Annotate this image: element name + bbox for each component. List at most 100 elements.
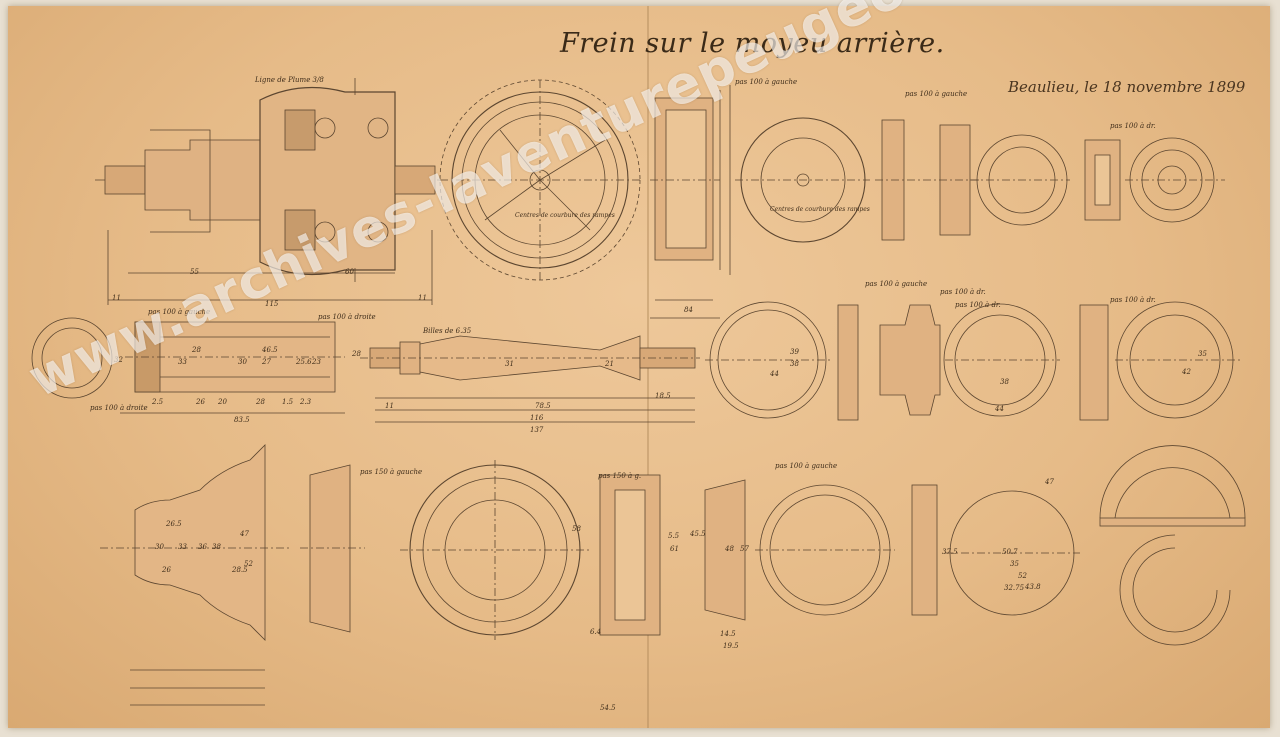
- dimension-label: 38: [212, 543, 221, 551]
- dimension-label: 60: [345, 268, 354, 276]
- dimension-label: 28: [192, 346, 201, 354]
- drum-view-2: [400, 460, 590, 640]
- dimension-label: 83.5: [234, 416, 250, 424]
- dimension-label: 39: [790, 348, 799, 356]
- cone-section-2: [704, 479, 746, 621]
- note-pas-droite-6: pas 100 à dr.: [1110, 296, 1156, 304]
- note-billes: Billes de 6.35: [423, 327, 472, 335]
- dimension-label: 18.5: [655, 392, 671, 400]
- dimension-label: 47: [1045, 478, 1054, 486]
- dimension-label: 27: [262, 358, 271, 366]
- hub-shell-section: [120, 321, 345, 414]
- note-pas-gauche-3: pas 100 à gauche: [148, 308, 211, 316]
- dimension-label: 11: [112, 294, 121, 302]
- dimension-label: 33: [178, 543, 187, 551]
- note-pas-droite-5: pas 100 à dr.: [955, 301, 1001, 309]
- dimension-label: 46.5: [262, 346, 278, 354]
- dimension-label: 14.5: [720, 630, 736, 638]
- note-centres-2: Centres de courbure des rampes: [770, 206, 870, 213]
- ring-view-2: [943, 303, 1060, 417]
- dimension-label: 28.5: [232, 566, 248, 574]
- note-centres-1: Centres de courbure des rampes: [515, 212, 615, 219]
- spacer-section-2: [837, 304, 859, 421]
- drum-section-2: [599, 474, 661, 636]
- nut-section-1: [1084, 139, 1121, 221]
- dimension-label: 2.3: [300, 398, 312, 406]
- disc-view-1: [705, 301, 830, 419]
- dimension-label: 20: [218, 398, 227, 406]
- ring-view-4: [755, 484, 895, 616]
- washer-view: [31, 317, 113, 399]
- dimension-label: 35: [1010, 560, 1019, 568]
- drawing-title: Frein sur le moyeu arrière.: [560, 28, 945, 59]
- dimension-label: 44: [995, 405, 1004, 413]
- dimension-label: 2.5: [152, 398, 164, 406]
- dimension-label: 33: [178, 358, 187, 366]
- dimension-label: 11: [418, 294, 427, 302]
- dimension-label: 61: [670, 545, 679, 553]
- dimension-label: 23: [312, 358, 321, 366]
- ring-view-5: [945, 490, 1080, 616]
- dimension-label: 38: [790, 360, 799, 368]
- hub-flange-section: [100, 444, 290, 706]
- dimension-label: 30: [238, 358, 247, 366]
- dimension-label: 5.5: [668, 532, 680, 540]
- dimension-label: 31: [505, 360, 514, 368]
- note-pas-droite-2: pas 100 à droite: [318, 313, 376, 321]
- note-pas-gauche-1: pas 100 à gauche: [735, 78, 798, 86]
- dimension-label: 6.4: [590, 628, 602, 636]
- dimension-label: 21: [605, 360, 614, 368]
- brake-drum-front-view: [439, 79, 641, 281]
- dimension-label: 52: [244, 560, 253, 568]
- dimension-label: 57: [740, 545, 749, 553]
- dimension-label: 54.5: [600, 704, 616, 712]
- dimension-label: 115: [265, 300, 279, 308]
- cam-ring-view: [735, 117, 870, 243]
- dimension-label: 116: [530, 414, 544, 422]
- dimension-label: 26: [162, 566, 171, 574]
- nut-view-1: [1125, 137, 1225, 223]
- dimension-label: 44: [770, 370, 779, 378]
- dimension-label: 28: [352, 350, 361, 358]
- dimension-label: 37.5: [942, 548, 958, 556]
- dimension-label: 32.75: [1004, 584, 1025, 592]
- dimension-label: 25.6: [296, 358, 312, 366]
- note-pas-gauche-7: pas 150 à g.: [598, 472, 642, 480]
- dimension-label: 47: [240, 530, 249, 538]
- note-pas-droite-3: pas 100 à droite: [90, 404, 148, 412]
- note-pas-gauche-6: pas 100 à gauche: [775, 462, 838, 470]
- spacer-section-3: [1079, 304, 1109, 421]
- note-pas-gauche-2: pas 100 à gauche: [905, 90, 968, 98]
- dimension-label: 52: [1018, 572, 1027, 580]
- dimension-label: 19.5: [723, 642, 739, 650]
- ring-view-3: [1115, 301, 1240, 419]
- note-pas-gauche-5: pas 150 à gauche: [360, 468, 423, 476]
- dimension-label: 84: [684, 306, 693, 314]
- date-line: Beaulieu, le 18 novembre 1899: [1008, 78, 1246, 96]
- dimension-label: 28: [256, 398, 265, 406]
- dimension-label: 43.8: [1025, 583, 1041, 591]
- dimension-label: 1.5: [282, 398, 294, 406]
- brake-drum-section: [650, 85, 731, 319]
- dimension-label: 11: [385, 402, 394, 410]
- note-pas-gauche-4: pas 100 à gauche: [865, 280, 928, 288]
- half-ring-view: [1099, 445, 1246, 646]
- dimension-label: 45.5: [690, 530, 706, 538]
- note-ligne-plume: Ligne de Plume 3/8: [255, 76, 324, 84]
- dimension-label: 42: [1182, 368, 1191, 376]
- spacer-section-1: [875, 119, 980, 241]
- dimension-label: 26: [196, 398, 205, 406]
- hub-assembly-view: [95, 78, 440, 305]
- spacer-section-4: [911, 484, 938, 616]
- dimension-label: 55: [190, 268, 199, 276]
- dimension-label: 58: [572, 525, 581, 533]
- dimension-label: 36: [198, 543, 207, 551]
- dimension-label: 50.7: [1002, 548, 1018, 556]
- axle-section: [360, 335, 700, 423]
- dimension-label: 35: [1198, 350, 1207, 358]
- dimension-label: 78.5: [535, 402, 551, 410]
- dimension-label: 137: [530, 426, 544, 434]
- note-pas-droite-1: pas 100 à dr.: [1110, 122, 1156, 130]
- note-pas-droite-4: pas 100 à dr.: [940, 288, 986, 296]
